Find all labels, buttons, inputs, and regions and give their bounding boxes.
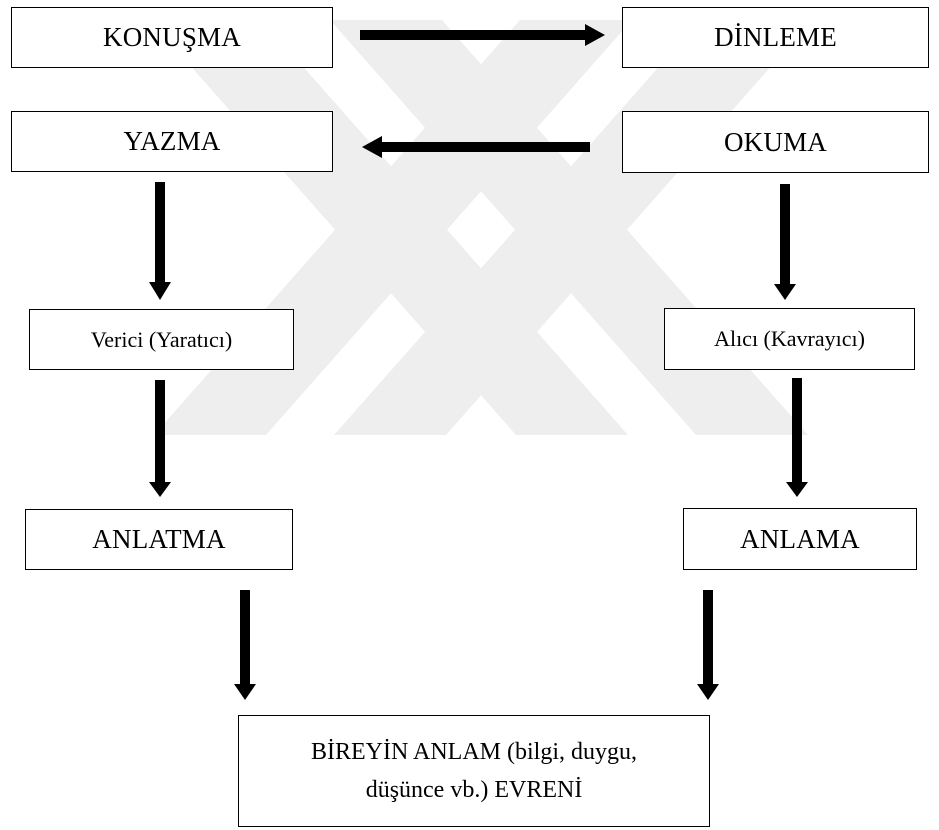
- box-dinleme: DİNLEME: [622, 7, 929, 68]
- box-anlama: ANLAMA: [683, 508, 917, 570]
- box-anlama-label: ANLAMA: [740, 523, 860, 554]
- box-konusma-label: KONUŞMA: [103, 22, 241, 52]
- final-line-1: BİREYİN ANLAM (bilgi, duygu,: [311, 739, 637, 765]
- arrow-okuma-to-yazma: [362, 136, 590, 158]
- box-okuma-label: OKUMA: [723, 126, 827, 157]
- arrow-anlatma-to-final: [234, 590, 256, 700]
- arrow-konusma-to-dinleme: [360, 24, 605, 46]
- box-verici: Verici (Yaratıcı): [29, 309, 294, 370]
- box-dinleme-label: DİNLEME: [714, 22, 837, 52]
- box-alici-label: Alıcı (Kavrayıcı): [714, 326, 865, 351]
- box-bireyin-anlam-evreni: BİREYİN ANLAM (bilgi, duygu, düşünce vb.…: [238, 715, 710, 827]
- box-yazma: YAZMA: [11, 111, 333, 172]
- box-anlatma: ANLATMA: [25, 509, 293, 570]
- arrow-okuma-to-alici: [774, 184, 796, 300]
- arrow-yazma-to-verici: [149, 182, 171, 300]
- final-line-2: düşünce vb.) EVRENİ: [365, 777, 583, 803]
- box-verici-label: Verici (Yaratıcı): [90, 326, 233, 352]
- arrow-verici-to-anlatma: [149, 380, 171, 497]
- box-yazma-label: YAZMA: [123, 126, 221, 156]
- arrow-anlama-to-final: [697, 590, 719, 700]
- box-alici: Alıcı (Kavrayıcı): [664, 308, 915, 370]
- arrow-alici-to-anlama: [786, 378, 808, 497]
- box-okuma: OKUMA: [622, 111, 929, 173]
- box-anlatma-label: ANLATMA: [92, 524, 226, 554]
- box-konusma: KONUŞMA: [11, 7, 333, 68]
